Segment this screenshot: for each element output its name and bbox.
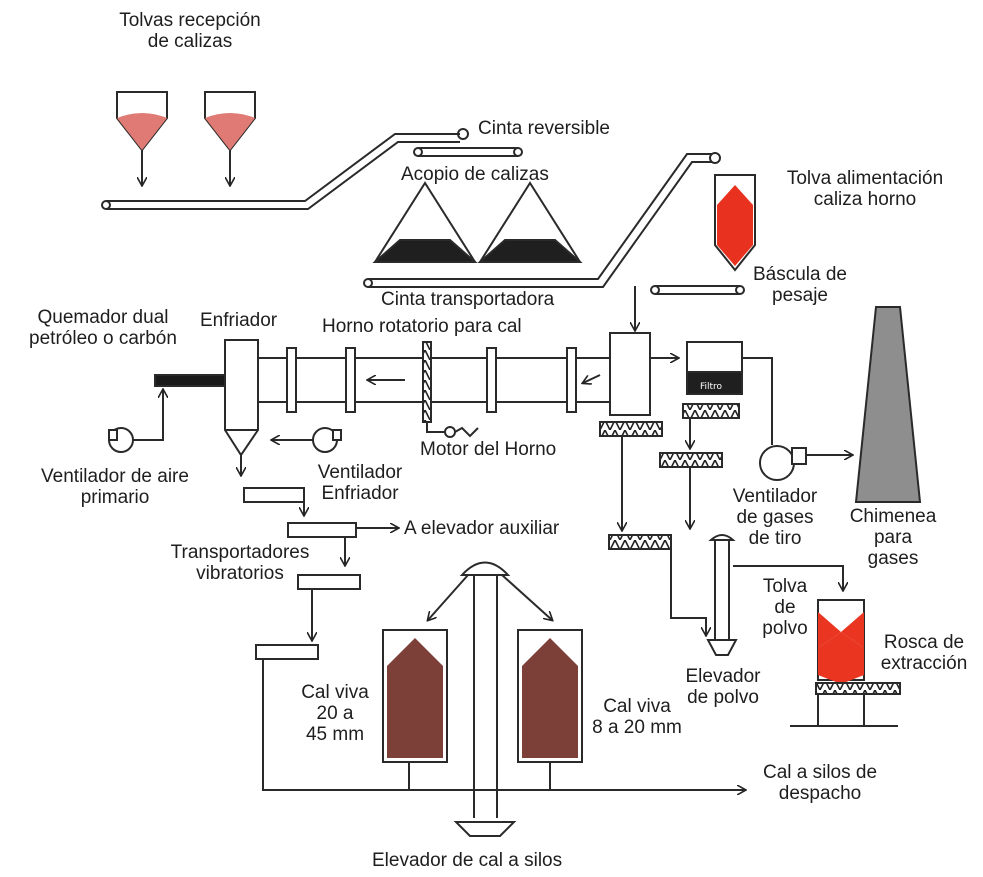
draft-fan: [742, 357, 852, 481]
label-line: de gases: [736, 507, 814, 528]
label-draft-fan: Ventilador de gases de tiro: [720, 486, 830, 549]
label-primary-fan: Ventilador de aire primario: [0, 466, 230, 508]
label-weigh-scale: Báscula de pesaje: [740, 264, 860, 306]
primary-air-fan: [108, 390, 163, 453]
label-kiln-motor: Motor del Horno: [420, 439, 557, 460]
label-line: de polvo: [687, 687, 759, 708]
label-line: 8 a 20 mm: [592, 717, 682, 738]
conveyor-belt: [363, 152, 721, 288]
label-line: Ventilador de aire: [41, 466, 189, 487]
dust-hopper: [790, 599, 901, 727]
label-line: de tiro: [748, 528, 802, 549]
label-line: para: [873, 527, 913, 548]
label-line: de calizas: [147, 31, 233, 52]
label-line: petróleo o carbón: [29, 328, 177, 349]
label-aux-elevator: A elevador auxiliar: [404, 518, 560, 539]
label-dust-elevator: Elevador de polvo: [668, 666, 778, 708]
label-line: Tolva: [762, 576, 808, 597]
dust-elevator: [706, 534, 843, 656]
label-limestone-stockpile: Acopio de calizas: [401, 164, 549, 185]
label-dual-burner: Quemador dual petróleo o carbón: [8, 307, 198, 349]
label-line: Cal a silos de: [762, 762, 878, 783]
label-line: Cal viva: [603, 696, 671, 717]
kiln-motor: [426, 422, 479, 438]
limestone-stockpile-1: [372, 181, 478, 263]
label-line: Ventilador: [732, 486, 818, 507]
label-line: Enfriador: [321, 483, 399, 504]
cooler: [224, 339, 259, 457]
label-cooler: Enfriador: [200, 310, 278, 331]
lime-elevator: [428, 561, 552, 837]
label-line: primario: [80, 487, 150, 508]
label-stack: Chimenea para gases: [843, 506, 943, 569]
vibrating-conveyor-2: [287, 522, 357, 538]
label-line: 45 mm: [305, 724, 365, 745]
label-rotary-kiln: Horno rotatorio para cal: [322, 316, 522, 337]
reception-hopper-1: [116, 91, 168, 185]
stack-shape: [854, 306, 922, 503]
reversible-belt: [101, 128, 523, 210]
label-line: gases: [867, 548, 919, 569]
label-quicklime-fine: Cal viva 8 a 20 mm: [582, 696, 692, 738]
weigh-scale-belt: [635, 285, 745, 330]
label-feed-hopper: Tolva alimentación caliza horno: [760, 168, 970, 210]
screw-conveyor-1: [599, 421, 663, 437]
label-conveyor-belt: Cinta transportadora: [381, 289, 555, 310]
label-line: polvo: [762, 618, 808, 639]
label-lime-elevator: Elevador de cal a silos: [372, 850, 563, 871]
label-line: Rosca de: [883, 632, 965, 653]
reception-hopper-2: [204, 91, 256, 185]
vibrating-conveyor-4: [255, 644, 319, 660]
label-line: Cal viva: [301, 682, 369, 703]
label-line: vibratorios: [196, 563, 284, 584]
label-line: Elevador: [685, 666, 761, 687]
label-limestone-hoppers: Tolvas recepción de calizas: [90, 10, 290, 52]
kiln-inlet-chamber: [609, 332, 651, 416]
label-reversible-belt: Cinta reversible: [478, 118, 610, 139]
vibrating-conveyor-1: [243, 487, 305, 503]
label-line: pesaje: [772, 285, 828, 306]
label-line: Quemador dual: [37, 307, 169, 328]
label-line: Chimenea: [849, 506, 937, 527]
vibrating-conveyor-3: [297, 574, 361, 590]
label-cooler-fan: Ventilador Enfriador: [300, 462, 420, 504]
label-line: Báscula de: [752, 264, 847, 285]
label-line: Tolvas recepción: [119, 10, 261, 31]
quicklime-silo-2: [517, 629, 583, 790]
label-filter: Filtro: [700, 382, 723, 392]
label-line: de: [774, 597, 796, 618]
label-dust-hopper: Tolva de polvo: [745, 576, 825, 639]
label-line: caliza horno: [813, 189, 917, 210]
label-extraction-screw: Rosca de extracción: [866, 632, 982, 674]
quicklime-silo-1: [382, 629, 448, 790]
screw-conveyor-3: [608, 534, 672, 550]
label-quicklime-coarse: Cal viva 20 a 45 mm: [285, 682, 385, 745]
label-line: Tolva alimentación: [786, 168, 944, 189]
label-line: 20 a: [316, 703, 354, 724]
label-vibrating-conveyors: Transportadores vibratorios: [150, 542, 330, 584]
label-dispatch-silos: Cal a silos de despacho: [735, 762, 905, 804]
label-line: despacho: [778, 783, 862, 804]
kiln-feed-hopper: [714, 174, 756, 272]
rotary-kiln: [258, 341, 610, 423]
burner: [154, 374, 226, 387]
label-line: extracción: [880, 653, 968, 674]
cooler-fan: [272, 427, 342, 453]
label-line: Ventilador: [317, 462, 403, 483]
label-line: Transportadores: [170, 542, 310, 563]
screw-conveyor-2: [659, 452, 723, 468]
limestone-stockpile-2: [477, 181, 583, 263]
